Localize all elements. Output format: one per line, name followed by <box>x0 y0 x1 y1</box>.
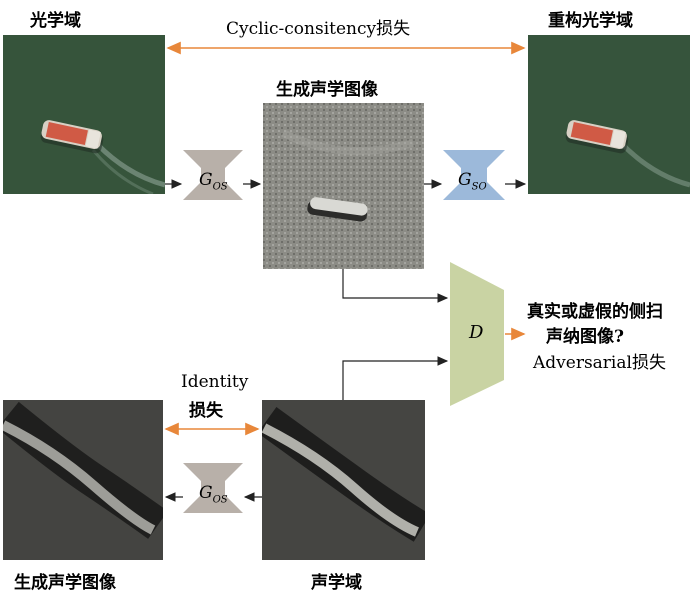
discriminator-label: D <box>469 322 484 343</box>
generator-so-label: GSO <box>458 170 487 193</box>
generator-os-bottom-label: GOS <box>199 483 228 506</box>
discriminator-shape <box>450 262 504 406</box>
reconstructed-optical-image <box>528 35 690 194</box>
optical-domain-image <box>3 35 165 194</box>
generated-sonar-image-bottom <box>3 400 163 560</box>
disc-output-line1: 真实或虚假的侧扫 <box>527 302 663 322</box>
generator-os-bottom-shape <box>183 463 243 513</box>
generated-sonar-bottom-label: 生成声学图像 <box>14 573 116 591</box>
sonar-domain-label: 声学域 <box>311 573 362 591</box>
optical-domain-label: 光学域 <box>30 11 81 31</box>
generated-sonar-image-top <box>263 103 424 269</box>
disc-output-line2: 声纳图像? <box>546 327 624 347</box>
disc-output-line3: Adversarial损失 <box>533 353 666 373</box>
reconstructed-optical-label: 重构光学域 <box>548 11 633 31</box>
identity-label-line2: 损失 <box>189 401 223 421</box>
generator-so-shape <box>443 150 505 200</box>
cyclic-loss-label: Cyclic-consitency损失 <box>226 19 411 39</box>
generator-os-top-shape <box>183 150 243 200</box>
sonar-domain-image <box>262 400 425 560</box>
generated-sonar-top-label: 生成声学图像 <box>276 80 378 100</box>
generator-os-top-label: GOS <box>199 170 228 193</box>
identity-label-line1: Identity <box>181 372 249 392</box>
